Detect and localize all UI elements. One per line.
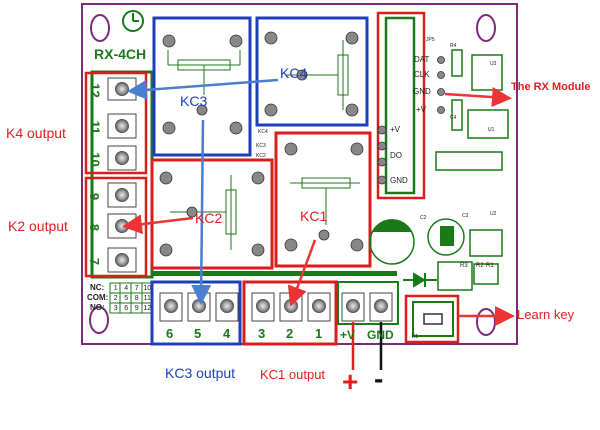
kc1-output-label: KC1 output (260, 367, 326, 382)
learn-key-switch (423, 313, 443, 325)
silk-kc2: KC2 (256, 153, 266, 159)
terminal-2-label: 2 (286, 326, 294, 341)
com-table-grid (109, 282, 153, 314)
blue-arrows (127, 78, 279, 305)
kc3-label: KC3 (180, 93, 208, 109)
terminal-12-label: 12 (87, 83, 103, 98)
learn-key-label: Learn key (517, 307, 575, 322)
silk-k1: K1 (412, 334, 419, 340)
com-table-cell: 5 (124, 294, 129, 302)
pin-v-top-label: +V (416, 105, 427, 114)
rx-top-pins (437, 56, 445, 114)
kc2-label: KC2 (195, 210, 223, 226)
k2-output-label: K2 output (8, 218, 68, 234)
pin-dat-label: DAT (414, 55, 430, 64)
relay-pins (159, 31, 364, 257)
terminal-gnd-label: GND (367, 328, 394, 342)
rx-side-pins (377, 125, 387, 185)
silk-jp5: JP5 (426, 37, 435, 43)
pin-gnd-top-label: GND (413, 87, 431, 96)
rx-module-outline (384, 16, 416, 195)
terminal-9-label: 9 (87, 192, 103, 201)
com-table-cell: 3 (113, 304, 118, 312)
pin-gnd-side-label: GND (390, 176, 408, 185)
silk-r4: R4 (450, 43, 457, 49)
com-table-cell: 6 (124, 304, 129, 312)
rx-module-label: The RX Module (511, 81, 591, 93)
kc4-label: KC4 (280, 65, 308, 81)
right-components (369, 49, 509, 291)
silk-r2: R2 (476, 263, 484, 269)
com-row-com: COM: (87, 293, 109, 302)
kc1-output-box (242, 280, 338, 346)
terminal-6-label: 6 (166, 326, 174, 341)
silk-u2: U2 (490, 211, 497, 217)
learn-key-button (412, 301, 454, 337)
com-table-cell: 7 (134, 284, 139, 292)
k2-output-box (84, 176, 148, 278)
silk-kc4: KC4 (258, 129, 268, 135)
left-terminal-block (90, 70, 154, 279)
com-table-cell: 8 (134, 294, 139, 302)
terminal-5-label: 5 (194, 326, 202, 341)
minus-label: - (374, 363, 384, 394)
relay-internals (167, 40, 360, 250)
com-table-cell: 9 (134, 304, 139, 312)
com-row-nc: NC: (90, 283, 105, 292)
kc1-label: KC1 (300, 208, 328, 224)
kc3-output-label: KC3 output (165, 365, 236, 381)
silk-r1: R1 (486, 263, 494, 269)
c2-capacitor-band (372, 219, 412, 232)
bottom-terminal-bar (152, 271, 397, 276)
silk-c2: C2 (420, 215, 427, 221)
diode-icon (403, 272, 437, 288)
com-table-cell: 2 (113, 294, 118, 302)
terminal-4-label: 4 (223, 326, 231, 341)
kc3-output-box (150, 280, 242, 346)
terminal-7-label: 7 (87, 257, 103, 266)
power-terminal-block (337, 281, 399, 325)
com-table-cell: 4 (124, 284, 129, 292)
k4-output-box (84, 71, 148, 175)
plus-label: + (342, 366, 359, 397)
bottom-screws (159, 292, 393, 322)
silk-kc3: KC3 (256, 143, 266, 149)
com-table-cell: 11 (143, 294, 151, 302)
pin-do-label: DO (390, 151, 402, 160)
terminal-10-label: 10 (87, 152, 103, 167)
com-table-cell: 12 (143, 304, 152, 312)
terminal-1-label: 1 (315, 326, 323, 341)
com-table-cell: 1 (113, 284, 118, 292)
terminal-v-label: +V (340, 328, 356, 342)
k4-output-label: K4 output (6, 125, 66, 141)
c3-capacitor-band (440, 226, 454, 246)
silk-r3: R3 (460, 263, 468, 269)
com-table-cell: 10 (143, 284, 152, 292)
terminal-8-label: 8 (87, 223, 103, 232)
terminal-11-label: 11 (87, 120, 103, 135)
pin-v-side-label: +V (390, 125, 401, 134)
red-arrows (122, 87, 515, 326)
silk-c3: C3 (462, 213, 469, 219)
silk-c4: C4 (450, 115, 457, 121)
silk-u3: U3 (490, 61, 497, 67)
silk-u1: U1 (488, 127, 495, 133)
terminal-3-label: 3 (258, 326, 266, 341)
com-row-no: NO: (90, 303, 105, 312)
pin-clk-label: CLK (414, 70, 430, 79)
board-model-label: RX-4CH (94, 46, 147, 62)
logo-icon (122, 10, 144, 32)
